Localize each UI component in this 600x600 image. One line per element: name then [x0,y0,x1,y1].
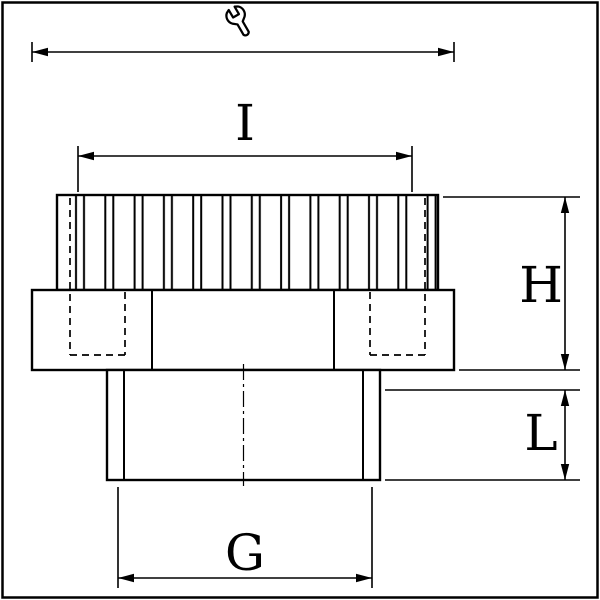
thread-edges [123,370,364,480]
dimension-h [443,196,580,371]
dimension-l-label: L [524,404,557,462]
dimension-l-extension-lines [385,389,580,481]
hex-body [30,288,456,372]
dimension-g-label: G [225,524,265,582]
dimension-g [117,487,373,588]
dimension-l [385,389,580,481]
arrowhead-right [396,151,412,161]
arrowhead-down [560,354,570,370]
wrench-icon-shape [225,5,250,37]
arrowhead-down [560,464,570,480]
hex-body-outline [30,288,456,372]
arrowhead-up [560,390,570,406]
arrowhead-up [560,197,570,213]
dimension-h-extension-lines [443,196,580,371]
union-nut [55,193,440,292]
dimension-i-label: I [235,94,255,152]
dimension-h-label: H [519,256,563,314]
arrowhead-left [32,47,48,57]
wrench-icon [225,5,250,37]
union-nut-body [55,193,440,292]
arrowhead-left [78,151,94,161]
wrench-size-dimension [31,42,455,62]
dimension-g-extension-lines [117,487,373,588]
arrowhead-left [118,573,134,583]
dimension-i [77,146,413,192]
arrowhead-right [438,47,454,57]
dimension-i-extension-lines [77,146,413,192]
hidden-lines [69,198,426,356]
hex-flat-edges [151,290,335,370]
arrowhead-right [356,573,372,583]
